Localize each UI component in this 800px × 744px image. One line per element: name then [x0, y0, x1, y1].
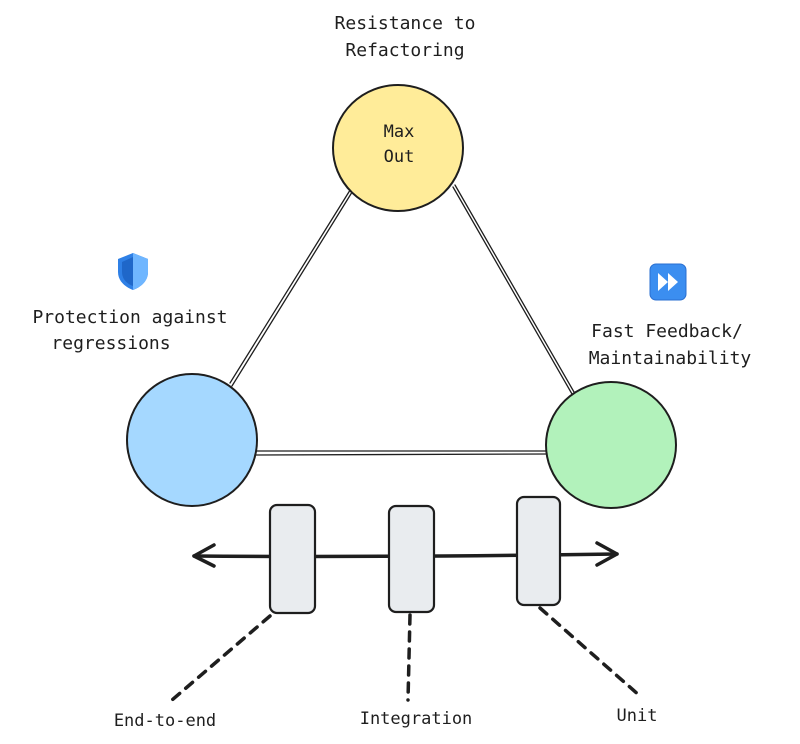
handle-unit[interactable] — [515, 495, 562, 607]
label-unit: Unit — [617, 706, 658, 726]
right-arrowhead — [595, 541, 619, 567]
right-circle — [545, 381, 677, 509]
slider-handles — [268, 495, 562, 615]
label-end-to-end: End-to-end — [114, 711, 216, 731]
top-circle-line1: Max — [384, 122, 415, 142]
left-label-line1: Protection against — [32, 307, 227, 328]
right-label-line2: Maintainability — [589, 348, 752, 369]
handle-integration[interactable] — [387, 504, 436, 614]
top-node: Max Out — [332, 84, 464, 212]
left-arrowhead — [192, 543, 216, 568]
connector-integration — [406, 613, 412, 702]
top-circle-line2: Out — [384, 147, 415, 167]
edge-bottom-sketch — [255, 453, 549, 456]
edge-top-right — [454, 184, 575, 393]
edge-top-right-sketch — [452, 186, 573, 395]
connector-unit — [538, 606, 642, 698]
fast-forward-icon — [649, 263, 687, 301]
top-circle — [332, 84, 464, 212]
edge-top-left-sketch — [231, 188, 355, 387]
label-integration: Integration — [360, 709, 473, 729]
top-label-line2: Refactoring — [345, 40, 464, 61]
shield-icon — [118, 253, 148, 290]
triangle-edges — [229, 184, 575, 456]
edge-top-left — [229, 186, 353, 384]
handle-end-to-end[interactable] — [268, 503, 317, 615]
connector-end-to-end — [170, 614, 272, 702]
dashed-connectors — [170, 606, 642, 702]
top-label-line1: Resistance to — [335, 13, 476, 34]
right-label-line1: Fast Feedback/ — [591, 321, 743, 342]
left-label-line2: regressions — [51, 333, 170, 354]
left-circle — [126, 373, 258, 507]
